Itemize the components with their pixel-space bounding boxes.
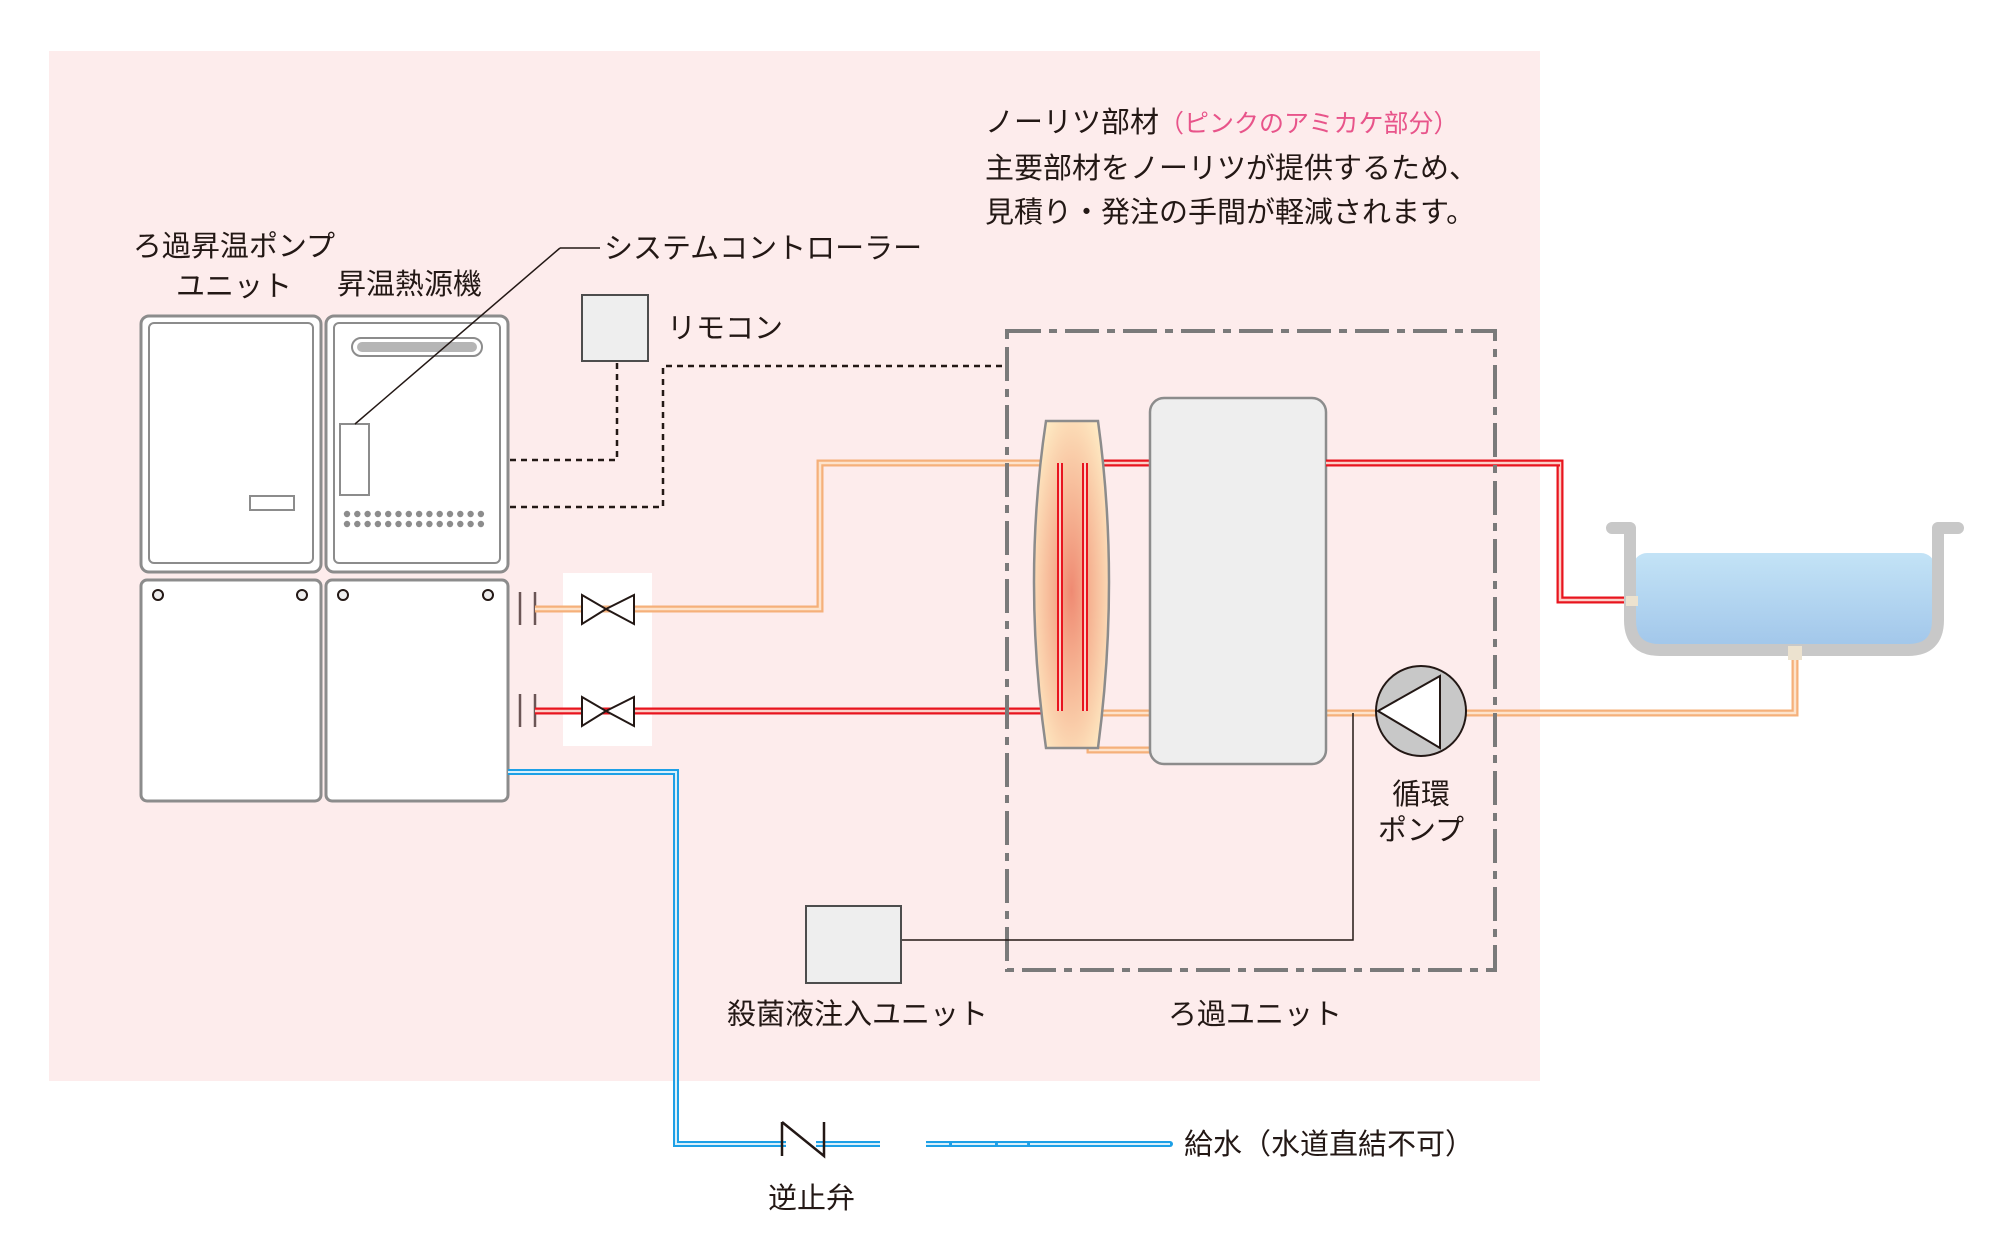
vent-dot — [415, 510, 423, 518]
vent-dot — [364, 510, 371, 518]
filter-unit-cable — [510, 364, 1004, 509]
vent-dot — [374, 520, 382, 528]
vent-dot — [343, 520, 351, 528]
label-filter-unit: ろ過ユニット — [1168, 997, 1343, 1031]
vent-dot — [477, 520, 485, 528]
label-system-controller: システムコントローラー — [604, 231, 923, 265]
warm-pipe-supply — [535, 459, 1150, 754]
sterilizer-box — [805, 905, 902, 984]
valve-panel — [563, 573, 652, 746]
vent-dot — [395, 510, 402, 518]
bathtub — [1606, 522, 1964, 660]
filter-tank — [1148, 396, 1328, 766]
vent-dot — [446, 520, 454, 528]
heat-exchanger — [1032, 419, 1111, 750]
label-circulation-pump-line1: 循環 — [1391, 777, 1450, 811]
vent-dot — [354, 510, 361, 518]
label-check-valve: 逆止弁 — [768, 1181, 856, 1215]
label-filter-pump-unit-line2: ユニット — [175, 269, 292, 303]
vent-dot — [395, 520, 402, 528]
label-circulation-pump-line2: ポンプ — [1377, 813, 1465, 847]
label-filter-pump-unit-line1: ろ過昇温ポンプ — [132, 229, 336, 263]
vent-dot — [354, 520, 361, 528]
check-valve — [780, 1121, 826, 1159]
legend-line-2: 見積り・発注の手間が軽減されます。 — [985, 195, 1476, 229]
vent-dot — [374, 510, 382, 518]
legend-note: （ピンクのアミカケ部分） — [1159, 109, 1459, 138]
circulation-pump — [1375, 665, 1467, 757]
filter-unit-boundary — [1005, 329, 1497, 972]
controller-leader-line — [354, 247, 561, 425]
vent-dot — [446, 510, 454, 518]
label-remote: リモコン — [667, 311, 784, 345]
legend-title-row: ノーリツ部材（ピンクのアミカケ部分） — [985, 104, 1459, 142]
legend-line-1: 主要部材をノーリツが提供するため、 — [985, 151, 1479, 185]
vent-dot — [467, 520, 474, 528]
vent-dot — [364, 520, 371, 528]
vent-dot — [385, 520, 392, 528]
vent-dot — [405, 510, 412, 518]
sterilizer-line — [900, 713, 1354, 941]
vent-dot — [436, 510, 443, 518]
label-sterilizer-unit: 殺菌液注入ユニット — [727, 997, 989, 1031]
vent-dot — [426, 520, 433, 528]
label-heat-source: 昇温熱源機 — [337, 267, 483, 301]
vent-dot — [436, 520, 443, 528]
vent-dot — [457, 510, 464, 518]
valve-lower — [581, 695, 635, 728]
vent-dot — [343, 510, 351, 518]
legend-title: ノーリツ部材 — [985, 105, 1160, 139]
filter-pump-unit — [139, 314, 323, 803]
remote-cable — [510, 361, 619, 462]
heat-source-unit — [324, 314, 510, 803]
vent-dot — [467, 510, 474, 518]
vent-dot — [426, 510, 433, 518]
vent-dot — [477, 510, 485, 518]
label-water-supply: 給水（水道直結不可） — [1184, 1127, 1475, 1161]
valve-upper — [581, 593, 635, 626]
vent-dot — [415, 520, 423, 528]
vent-dot — [457, 520, 464, 528]
vent-dot — [405, 520, 412, 528]
remote-box — [581, 294, 649, 362]
vent-dot — [385, 510, 392, 518]
